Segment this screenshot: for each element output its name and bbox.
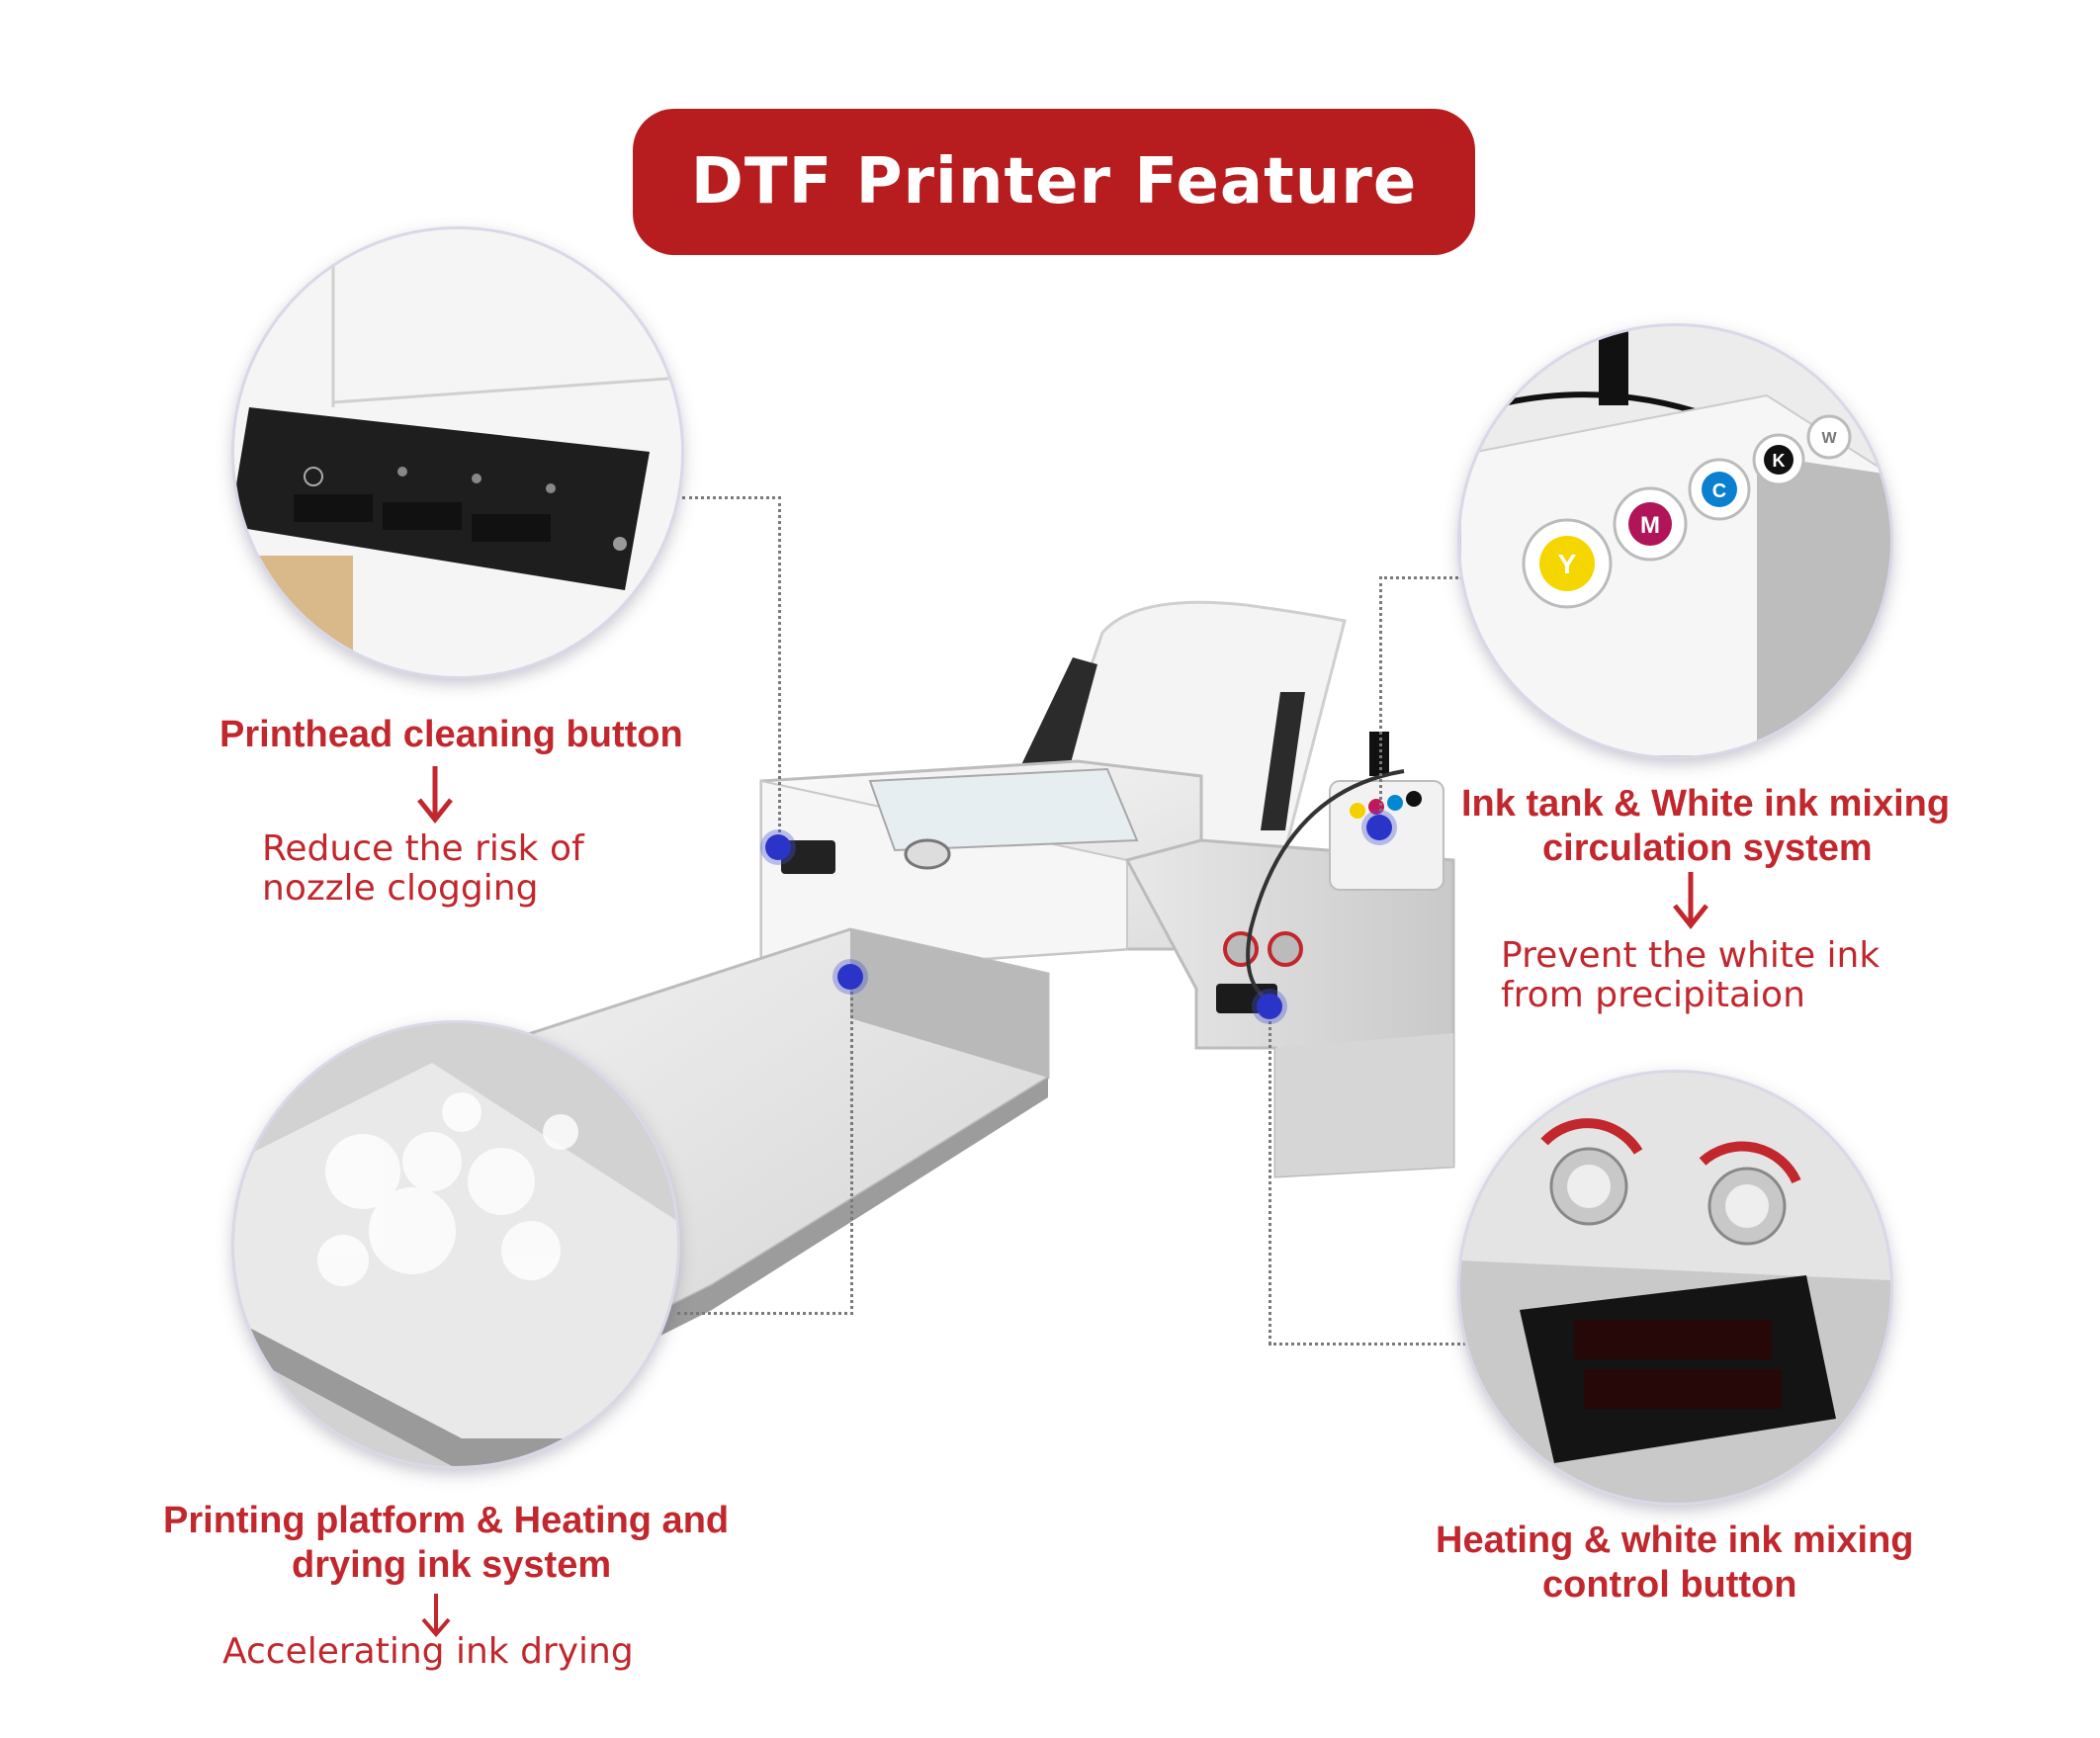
ink-tank-feature-title-line2: circulation system [1542, 827, 1873, 869]
leader-controls [1269, 1003, 1271, 1345]
ink-tank-feature-title-line1: Ink tank & White ink mixing [1461, 783, 1951, 825]
tank-label-m: M [1640, 512, 1660, 539]
tank-label-y: Y [1558, 549, 1577, 579]
leader-controls-h [1269, 1343, 1466, 1346]
callout-dot-platform [837, 964, 863, 990]
platform-benefit: Accelerating ink drying [222, 1631, 634, 1672]
ink-tank-benefit-line1: Prevent the white ink [1501, 935, 1881, 976]
platform-feature-title-line1: Printing platform & Heating and [163, 1500, 730, 1541]
printhead-arrow-icon [417, 766, 453, 824]
platform-arrow-icon [421, 1594, 451, 1637]
ink-tank-benefit-line2: from precipitaion [1501, 975, 1805, 1015]
platform-closeup [234, 1023, 677, 1466]
leader-printhead [682, 496, 781, 499]
callout-dot-controls [1257, 994, 1282, 1019]
controls-feature-title-line2: control button [1542, 1564, 1797, 1606]
platform-feature-title-line2: drying ink system [292, 1544, 612, 1586]
ink-tank-closeup: Y M C K W [1460, 326, 1890, 756]
callout-dot-printhead [765, 834, 791, 860]
leader-platform-h [677, 1312, 853, 1315]
controls-closeup [1460, 1073, 1890, 1503]
tank-label-k: K [1773, 451, 1786, 471]
leader-printhead-v [778, 496, 781, 844]
page-title: DTF Printer Feature [690, 145, 1418, 218]
printhead-benefit-line1: Reduce the risk of [262, 828, 584, 869]
printhead-panel-closeup [234, 229, 681, 676]
ink-tank-arrow-icon [1673, 872, 1708, 929]
leader-ink [1379, 576, 1463, 579]
tank-label-c: C [1712, 480, 1726, 502]
tank-label-w: W [1821, 430, 1837, 447]
printhead-feature-title: Printhead cleaning button [219, 714, 683, 755]
callout-dot-ink [1366, 815, 1392, 840]
controls-feature-title-line1: Heating & white ink mixing [1436, 1520, 1914, 1561]
leader-platform [850, 974, 853, 1315]
leader-ink-v [1379, 576, 1382, 824]
printhead-benefit-line2: nozzle clogging [262, 868, 539, 909]
title-banner: DTF Printer Feature [633, 109, 1475, 255]
